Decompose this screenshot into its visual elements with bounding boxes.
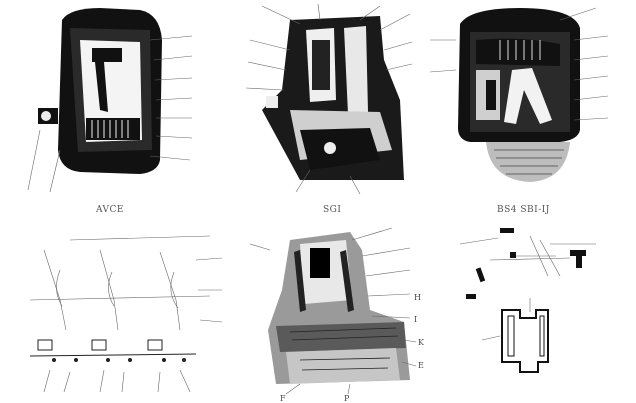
figure-1-caption: AVCE: [95, 205, 124, 215]
figure-2-caption: SGI: [323, 205, 341, 215]
figure-5-label-h: H: [414, 293, 421, 302]
figure-5-label-p: P: [344, 394, 350, 403]
figure-5-label-f: F: [280, 394, 286, 403]
figure-3-caption: BS4 SBI-IJ: [497, 205, 550, 215]
figure-1-device-cutaway: [27, 8, 193, 193]
figure-5-sectional-view: K E F P H I: [249, 227, 425, 403]
figure-2-sectioned-body: [245, 3, 413, 195]
figure-5-label-e: E: [418, 361, 424, 370]
figure-6-parts-diagram: [459, 228, 596, 373]
figure-3-housing-cutaway: [429, 7, 609, 182]
figure-5-label-k: K: [418, 338, 425, 347]
figure-4-schematic: [29, 235, 223, 393]
figure-5-label-i: I: [414, 315, 417, 324]
